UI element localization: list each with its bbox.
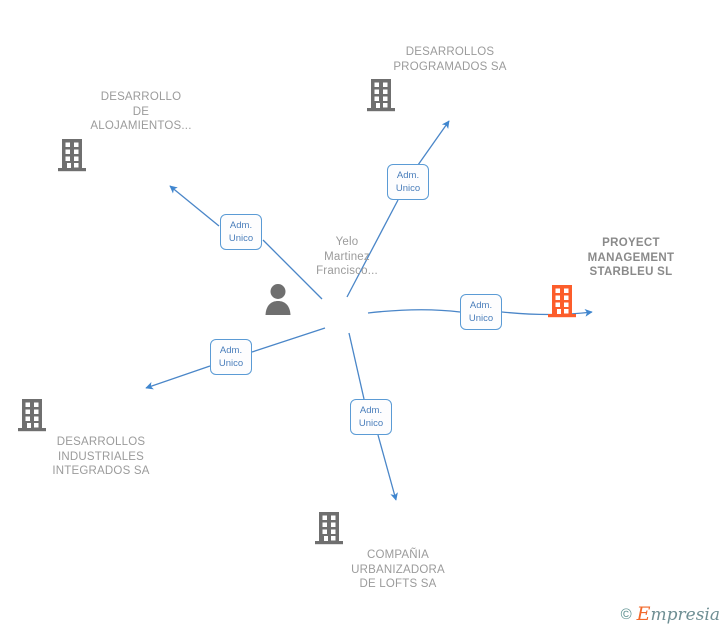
node-desarrollo-alojamientos[interactable]: DESARROLLO DE ALOJAMIENTOS... bbox=[56, 90, 226, 173]
edge-badge-line1: Adm. bbox=[229, 220, 253, 231]
edge-badge-line2: Unico bbox=[395, 183, 421, 194]
empresia-logo-initial: E bbox=[636, 603, 651, 625]
building-icon bbox=[16, 397, 186, 433]
person-icon bbox=[262, 282, 432, 316]
edge-to-desarrollo-alojamientos[interactable] bbox=[169, 185, 323, 300]
edge-badge-line2: Unico bbox=[228, 233, 254, 244]
edge-badge-compania-urbanizadora-lofts[interactable]: Adm. Unico bbox=[350, 399, 392, 435]
node-label-yelo-martinez-francisco: Yelo Martinez Francisco... bbox=[316, 236, 378, 278]
empresia-logo-rest: mpresia bbox=[650, 605, 721, 625]
edge-to-compania-urbanizadora-lofts[interactable] bbox=[348, 332, 398, 501]
node-yelo-martinez-francisco[interactable]: Yelo Martinez Francisco... bbox=[262, 235, 432, 316]
node-label-compania-urbanizadora-lofts: COMPAÑIA URBANIZADORA DE LOFTS SA bbox=[351, 549, 445, 591]
node-label-desarrollo-alojamientos: DESARROLLO DE ALOJAMIENTOS... bbox=[90, 91, 192, 133]
edge-badge-line1: Adm. bbox=[359, 405, 383, 416]
building-icon-highlighted bbox=[546, 283, 716, 319]
edge-badge-line2: Unico bbox=[358, 418, 384, 429]
node-label-desarrollos-industriales: DESARROLLOS INDUSTRIALES INTEGRADOS SA bbox=[52, 436, 150, 478]
edge-badge-desarrollo-alojamientos[interactable]: Adm. Unico bbox=[220, 214, 262, 250]
building-icon bbox=[313, 510, 483, 546]
edge-badge-desarrollos-programados[interactable]: Adm. Unico bbox=[387, 164, 429, 200]
node-label-desarrollos-programados: DESARROLLOS PROGRAMADOS SA bbox=[393, 46, 507, 73]
node-desarrollos-industriales[interactable]: DESARROLLOS INDUSTRIALES INTEGRADOS SA bbox=[16, 397, 186, 479]
edge-to-desarrollos-industriales[interactable] bbox=[145, 327, 326, 390]
edge-badge-proyect-management-starbleu[interactable]: Adm. Unico bbox=[460, 294, 502, 330]
edge-badge-desarrollos-industriales[interactable]: Adm. Unico bbox=[210, 339, 252, 375]
edge-badge-line1: Adm. bbox=[219, 345, 243, 356]
node-label-proyect-management-starbleu: PROYECT MANAGEMENT STARBLEU SL bbox=[587, 237, 675, 279]
node-desarrollos-programados[interactable]: DESARROLLOS PROGRAMADOS SA bbox=[365, 45, 535, 113]
building-icon bbox=[365, 77, 535, 113]
edge-badge-line1: Adm. bbox=[469, 300, 493, 311]
building-icon bbox=[56, 137, 226, 173]
copyright-icon: © bbox=[620, 606, 632, 623]
edge-badge-line1: Adm. bbox=[396, 170, 420, 181]
edge-to-desarrollos-programados[interactable] bbox=[346, 120, 450, 298]
empresia-logo: Empresia bbox=[637, 605, 720, 624]
edge-badge-line2: Unico bbox=[468, 313, 494, 324]
empresia-watermark: © Empresia bbox=[621, 605, 720, 624]
node-proyect-management-starbleu[interactable]: PROYECT MANAGEMENT STARBLEU SL bbox=[546, 236, 716, 319]
edge-badge-line2: Unico bbox=[218, 358, 244, 369]
node-compania-urbanizadora-lofts[interactable]: COMPAÑIA URBANIZADORA DE LOFTS SA bbox=[313, 510, 483, 592]
